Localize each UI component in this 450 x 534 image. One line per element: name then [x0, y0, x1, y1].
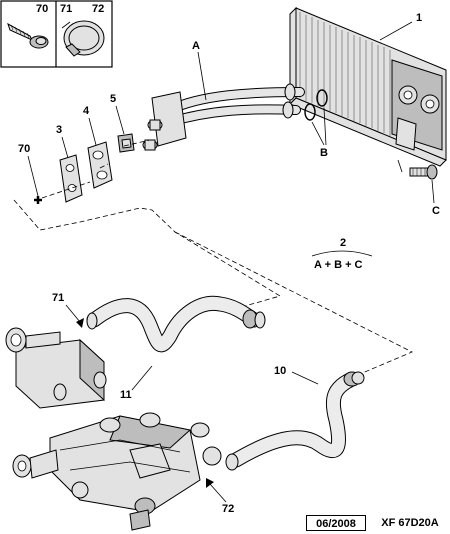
callout-3: 3 [56, 124, 62, 136]
inset-box: 70 71 72 [0, 0, 113, 68]
formula-text: A + B + C [314, 259, 363, 271]
heater-matrix: 1 [289, 6, 447, 167]
pipe-group: A [142, 40, 305, 151]
callout-72: 72 [222, 503, 234, 515]
gasket: 3 [56, 124, 83, 203]
screw-icon [7, 22, 49, 49]
screw-c: C [397, 159, 440, 217]
callout-70: 70 [18, 143, 30, 155]
clip: 5 [110, 93, 135, 153]
inset-label-71: 71 [60, 3, 72, 15]
callout-10: 10 [274, 365, 286, 377]
screw-70-marker: 70 [18, 143, 91, 204]
callout-a: A [192, 40, 200, 52]
callout-b: B [320, 147, 328, 159]
footer-reference: XF 67D20A [381, 517, 439, 529]
footer-date: 06/2008 [306, 515, 366, 531]
seal-plate: 4 [83, 105, 113, 189]
inset-label-70: 70 [36, 3, 48, 15]
callout-11-label: 11 [120, 389, 132, 401]
callout-2: 2 [340, 237, 346, 249]
callout-71: 71 [52, 292, 64, 304]
cooler-unit [5, 327, 107, 409]
callout-1: 1 [416, 12, 422, 24]
assembly-lines [13, 139, 413, 375]
thermostat-housing: 72 [12, 412, 234, 531]
callout-c: C [432, 205, 440, 217]
callout-4: 4 [83, 105, 90, 117]
o-rings: B [304, 89, 328, 159]
hose-10: 10 [225, 365, 365, 471]
inset-label-72: 72 [92, 3, 104, 15]
hose-11: 10 11 71 [52, 292, 266, 401]
formula: 2 A + B + C [311, 237, 373, 271]
hose-clamp-icon [61, 20, 105, 57]
callout-5: 5 [110, 93, 116, 105]
